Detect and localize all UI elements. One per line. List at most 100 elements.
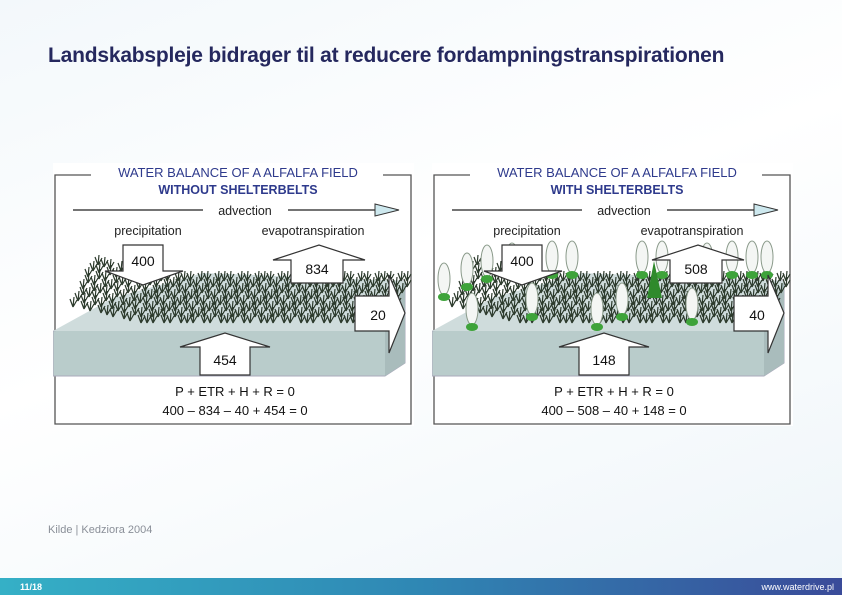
grass-blade bbox=[658, 294, 667, 306]
precipitation-arrow-icon bbox=[104, 244, 184, 286]
grass-blade bbox=[578, 294, 587, 306]
diagram-subtitle: WITH SHELTERBELTS bbox=[551, 183, 684, 197]
shrub-icon bbox=[591, 323, 603, 331]
grass-blade bbox=[301, 282, 310, 294]
grass-blade bbox=[560, 282, 569, 294]
grass-blade bbox=[600, 282, 609, 294]
grass-blade bbox=[337, 306, 346, 318]
grass-blade bbox=[221, 282, 230, 294]
evapotranspiration-value: 834 bbox=[305, 261, 329, 277]
grass-blade bbox=[481, 284, 490, 296]
shrub-icon bbox=[656, 271, 668, 279]
grass-blade bbox=[611, 276, 620, 288]
grass-blade bbox=[640, 282, 649, 294]
tree-icon bbox=[465, 292, 479, 326]
grass-blade bbox=[488, 306, 497, 318]
groundwater-value: 454 bbox=[213, 352, 237, 368]
grass-blade bbox=[177, 306, 186, 318]
grass-blade bbox=[498, 288, 507, 300]
shrub-icon bbox=[616, 313, 628, 321]
grass-blade bbox=[91, 288, 100, 300]
grass-blade bbox=[341, 282, 350, 294]
grass-blade bbox=[716, 306, 725, 318]
grass-blade bbox=[286, 312, 295, 324]
grass-blade bbox=[120, 302, 129, 314]
grass-blade bbox=[239, 294, 248, 306]
grass-blade bbox=[257, 306, 266, 318]
groundwater-value: 148 bbox=[592, 352, 616, 368]
shrub-icon bbox=[466, 323, 478, 331]
grass-blade bbox=[346, 270, 355, 282]
grass-blade bbox=[206, 312, 215, 324]
shrub-icon bbox=[461, 283, 473, 291]
grass-blade bbox=[363, 270, 372, 282]
grass-blade bbox=[102, 284, 111, 296]
frame bbox=[433, 174, 791, 425]
grass-blade bbox=[771, 276, 780, 288]
grass-blade bbox=[90, 274, 99, 286]
runoff-value: 40 bbox=[749, 307, 765, 323]
evapotranspiration-label: evapotranspiration bbox=[262, 224, 365, 238]
grass-blade bbox=[629, 288, 638, 300]
grass-blade bbox=[567, 300, 576, 312]
grass-blade bbox=[403, 270, 412, 282]
precipitation-value: 400 bbox=[510, 253, 534, 269]
grass-blade bbox=[680, 282, 689, 294]
grass-blade bbox=[290, 288, 299, 300]
grass-blade bbox=[352, 276, 361, 288]
grass-blade bbox=[605, 270, 614, 282]
grass-blade bbox=[210, 288, 219, 300]
grass-blade bbox=[84, 266, 93, 278]
grass-blade bbox=[545, 312, 554, 324]
grass-blade bbox=[398, 282, 407, 294]
equation: P + ETR + H + R = 0 bbox=[554, 384, 674, 399]
grass-blade bbox=[492, 280, 501, 292]
grass-blade bbox=[782, 270, 791, 282]
grass-blade bbox=[709, 288, 718, 300]
grass-field bbox=[69, 254, 412, 324]
precipitation-arrow-icon bbox=[483, 244, 563, 286]
grass-blade bbox=[109, 306, 118, 318]
grass-blade bbox=[499, 302, 508, 314]
grass-blade bbox=[170, 288, 179, 300]
frame bbox=[54, 174, 412, 425]
grass-blade bbox=[272, 276, 281, 288]
grass-blade bbox=[297, 306, 306, 318]
grass-blade bbox=[80, 292, 89, 304]
grass-blade bbox=[509, 284, 518, 296]
grass-blade bbox=[705, 312, 714, 324]
grass-blade bbox=[720, 282, 729, 294]
grass-blade bbox=[97, 296, 106, 308]
tree-icon bbox=[545, 240, 559, 274]
grass-blade bbox=[505, 310, 514, 322]
tree-icon bbox=[525, 282, 539, 316]
shrub-icon bbox=[746, 271, 758, 279]
runoff-arrow-icon bbox=[733, 274, 785, 354]
grass-blade bbox=[130, 284, 139, 296]
tree-icon bbox=[590, 292, 604, 326]
grass-blade bbox=[538, 294, 547, 306]
grass-blade bbox=[199, 294, 208, 306]
grass-blade bbox=[571, 276, 580, 288]
grass-blade bbox=[392, 276, 401, 288]
evapotranspiration-label: evapotranspiration bbox=[641, 224, 744, 238]
shrub-icon bbox=[726, 271, 738, 279]
grass-blade bbox=[665, 312, 674, 324]
tree-icon bbox=[685, 287, 699, 321]
runoff-value: 20 bbox=[370, 307, 386, 323]
precipitation-label: precipitation bbox=[493, 224, 560, 238]
grass-blade bbox=[261, 282, 270, 294]
footer-bar: 11/18 www.waterdrive.pl bbox=[0, 578, 842, 595]
tree-icon bbox=[437, 262, 451, 296]
runoff-arrow-icon bbox=[354, 274, 406, 354]
grass-blade bbox=[108, 292, 117, 304]
grass-blade bbox=[226, 270, 235, 282]
grass-blade bbox=[119, 288, 128, 300]
grass-blade bbox=[243, 270, 252, 282]
grass-blade bbox=[556, 306, 565, 318]
groundwater-arrow-icon bbox=[558, 332, 650, 376]
tree-icon bbox=[615, 282, 629, 316]
grass-blade bbox=[381, 282, 390, 294]
tree-icon bbox=[460, 252, 474, 286]
